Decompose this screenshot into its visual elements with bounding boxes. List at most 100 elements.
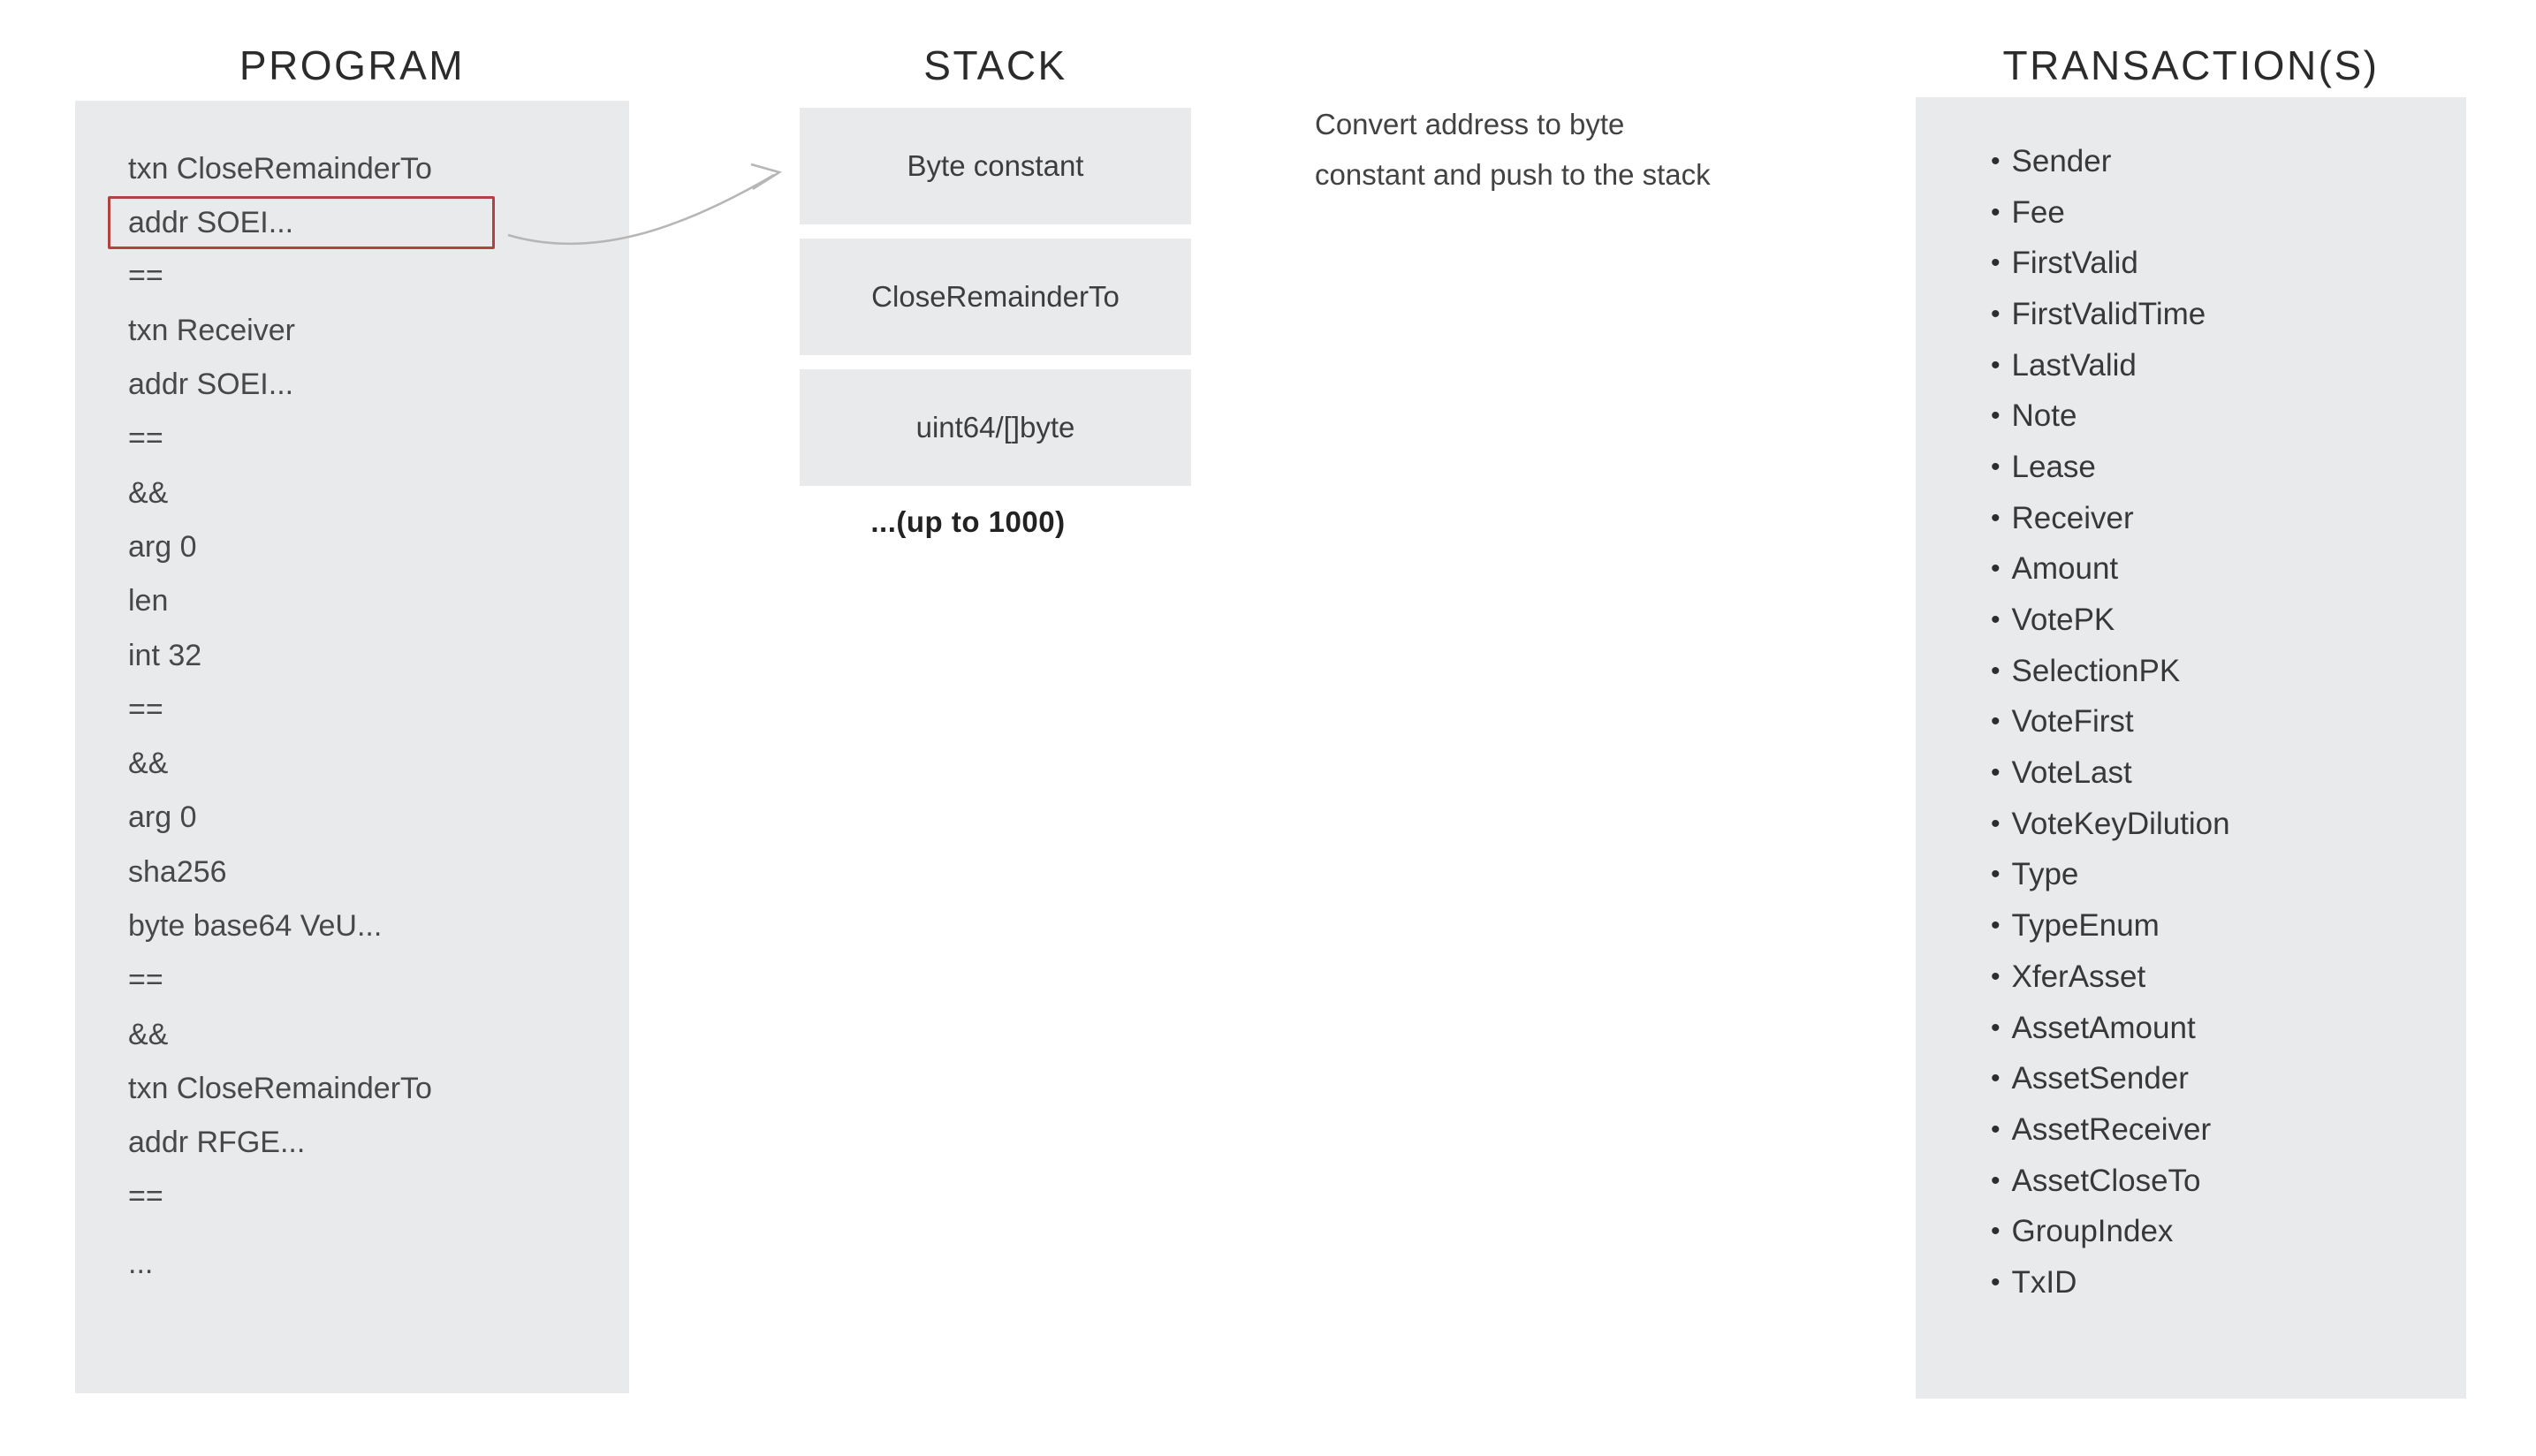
bullet-icon: • [1991, 1064, 2001, 1094]
transaction-field-label: SelectionPK [2011, 653, 2181, 688]
bullet-icon: • [1991, 961, 2001, 991]
code-text: && [128, 747, 169, 781]
stack-box: Byte constant [800, 108, 1191, 224]
program-code-line: txn CloseRemainderTo [128, 142, 629, 196]
transaction-field-label: VoteLast [2011, 755, 2132, 791]
code-text: arg 0 [128, 800, 197, 835]
bullet-icon: • [1991, 451, 2001, 482]
transaction-field-item: • Type [1991, 850, 2466, 901]
program-code-line: == [128, 1170, 629, 1224]
transaction-field-label: TypeEnum [2011, 908, 2160, 944]
transaction-field-label: Fee [2011, 194, 2065, 230]
transaction-field-label: VotePK [2011, 603, 2115, 638]
bullet-icon: • [1991, 860, 2001, 890]
stack-title: STACK [923, 42, 1067, 88]
program-code-line: arg 0 [128, 520, 629, 574]
bullet-icon: • [1991, 401, 2001, 431]
code-text: == [128, 1179, 163, 1214]
transaction-field-item: • AssetReceiver [1991, 1104, 2466, 1156]
transaction-field-item: • Note [1991, 391, 2466, 442]
bullet-icon: • [1991, 911, 2001, 941]
code-text: ... [128, 1246, 154, 1280]
transaction-field-item: • Receiver [1991, 493, 2466, 544]
transaction-field-label: VoteKeyDilution [2011, 806, 2230, 841]
stack-box-label: CloseRemainderTo [871, 280, 1120, 313]
transaction-field-item: • Sender [1991, 136, 2466, 187]
transaction-field-label: Type [2011, 857, 2079, 892]
transaction-field-item: • Lease [1991, 442, 2466, 493]
transaction-field-label: Lease [2011, 449, 2096, 484]
program-code-line: int 32 [128, 628, 629, 682]
transaction-field-item: • FirstValid [1991, 238, 2466, 289]
program-code-line: len [128, 574, 629, 628]
program-code-line: ... [128, 1237, 629, 1291]
transaction-field-item: • Amount [1991, 544, 2466, 595]
code-text: && [128, 475, 169, 510]
code-text: addr SOEI... [128, 205, 294, 239]
transaction-field-label: TxID [2011, 1264, 2077, 1300]
transactions-title: TRANSACTION(S) [2002, 42, 2380, 88]
transaction-field-label: AssetAmount [2011, 1010, 2196, 1045]
transaction-field-label: AssetReceiver [2011, 1111, 2212, 1147]
transaction-field-item: • FirstValidTime [1991, 289, 2466, 340]
program-code-line: arg 0 [128, 791, 629, 845]
bullet-icon: • [1991, 503, 2001, 533]
transaction-field-item: • Fee [1991, 187, 2466, 239]
transaction-field-item: • XferAsset [1991, 952, 2466, 1003]
transaction-field-item: • SelectionPK [1991, 646, 2466, 697]
transaction-field-item: • AssetSender [1991, 1053, 2466, 1104]
bullet-icon: • [1991, 248, 2001, 278]
stack-box-label: Byte constant [907, 149, 1084, 182]
bullet-icon: • [1991, 1012, 2001, 1043]
code-text: == [128, 963, 163, 997]
transaction-field-label: FirstValidTime [2011, 296, 2206, 331]
program-code-line: == [128, 683, 629, 737]
code-text: txn CloseRemainderTo [128, 152, 432, 186]
transactions-panel: • Sender • Fee • FirstValid • FirstValid… [1916, 97, 2466, 1399]
code-text: txn Receiver [128, 313, 295, 347]
code-text: && [128, 1017, 169, 1051]
transaction-field-item: • VoteFirst [1991, 697, 2466, 748]
bullet-icon: • [1991, 299, 2001, 329]
transaction-field-item: • TxID [1991, 1257, 2466, 1308]
bullet-icon: • [1991, 1165, 2001, 1195]
program-code-line: == [128, 412, 629, 466]
transaction-field-item: • TypeEnum [1991, 900, 2466, 952]
transaction-field-label: GroupIndex [2011, 1214, 2174, 1249]
bullet-icon: • [1991, 656, 2001, 686]
code-text: addr RFGE... [128, 1126, 306, 1160]
program-code-line: addr SOEI... [128, 358, 629, 412]
code-text: == [128, 692, 163, 726]
transaction-field-label: VoteFirst [2011, 704, 2134, 739]
annotation-text: Convert address to byte constant and pus… [1315, 99, 1880, 200]
program-code-line: == [128, 953, 629, 1007]
bullet-icon: • [1991, 707, 2001, 737]
transaction-field-item: • VoteKeyDilution [1991, 799, 2466, 850]
bullet-icon: • [1991, 1114, 2001, 1144]
program-code-line: addr RFGE... [128, 1116, 629, 1170]
code-text: == [128, 259, 163, 293]
transaction-field-label: LastValid [2011, 347, 2137, 383]
stack-box: CloseRemainderTo [800, 239, 1191, 355]
program-code-line: == [128, 249, 629, 303]
code-text: int 32 [128, 638, 202, 672]
program-title: PROGRAM [239, 42, 466, 88]
bullet-icon: • [1991, 554, 2001, 584]
transaction-field-label: Note [2011, 398, 2077, 434]
program-code-line: && [128, 466, 629, 519]
program-code-line: && [128, 1007, 629, 1061]
code-text: byte base64 VeU... [128, 909, 383, 943]
stack-box-list: Byte constant CloseRemainderTo uint64/[]… [800, 108, 1191, 500]
program-code-line: byte base64 VeU... [128, 899, 629, 953]
annotation-line: Convert address to byte [1315, 108, 1625, 140]
code-text: len [128, 584, 169, 618]
transaction-field-item: • GroupIndex [1991, 1206, 2466, 1257]
bullet-icon: • [1991, 808, 2001, 838]
transaction-field-item: • VoteLast [1991, 747, 2466, 799]
code-text: == [128, 421, 163, 456]
transaction-field-label: FirstValid [2011, 246, 2138, 281]
bullet-icon: • [1991, 1267, 2001, 1297]
bullet-icon: • [1991, 1217, 2001, 1247]
stack-box-label: uint64/[]byte [915, 411, 1075, 444]
transaction-field-label: AssetSender [2011, 1061, 2189, 1096]
